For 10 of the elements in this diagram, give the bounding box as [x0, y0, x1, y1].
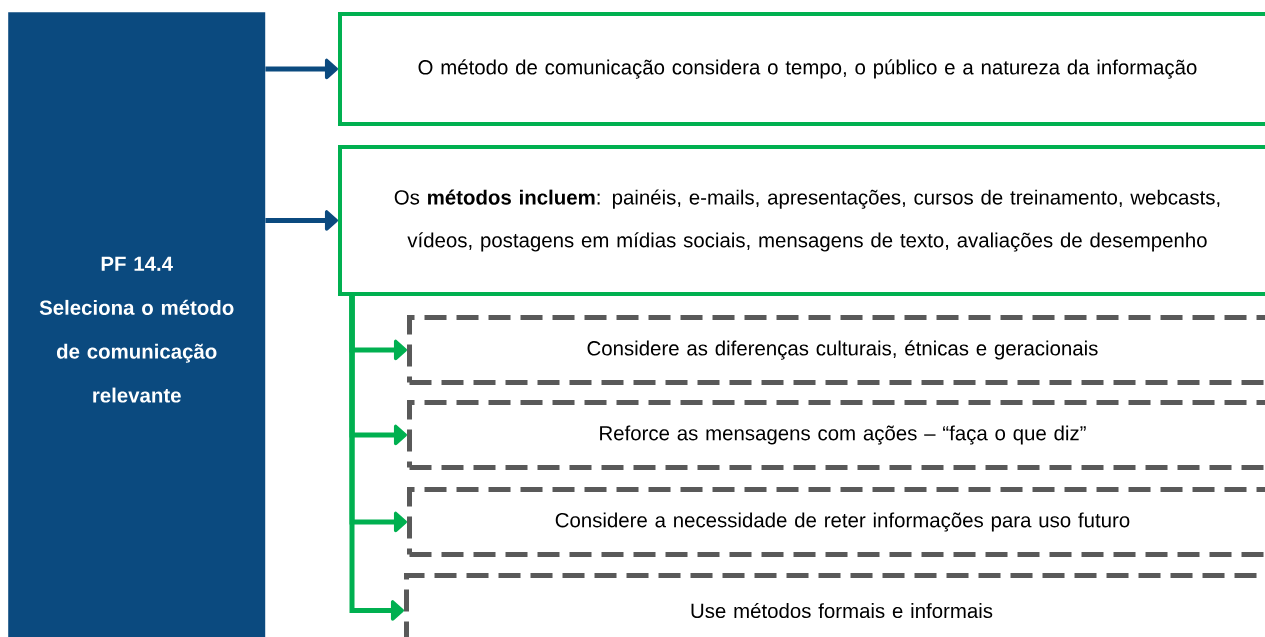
arrow [265, 58, 338, 80]
dashed-box: Considere a necessidade de reter informações para uso futuro [407, 487, 1265, 557]
lead-box: PF 14.4 Seleciona o método de comunicação relevante [8, 12, 266, 637]
dashed-box: Reforce as mensagens com ações – “faça o que diz” [407, 400, 1265, 470]
text-box: O método de comunicação considera o tempo, o público e a natureza da informação [338, 12, 1265, 126]
text-box: Os métodos incluem: painéis, e-mails, apresentações, cursos de treinamento, webcasts, vídeos, postagens em mídias sociais, mensagens de texto, avaliações de desempenho [338, 145, 1265, 296]
dashed-box: Considere as diferenças culturais, étnicas e geracionais [407, 315, 1265, 385]
dashed-box: Use métodos formais e informais [404, 573, 1265, 637]
arrow [265, 210, 338, 231]
arrow [349, 294, 404, 621]
